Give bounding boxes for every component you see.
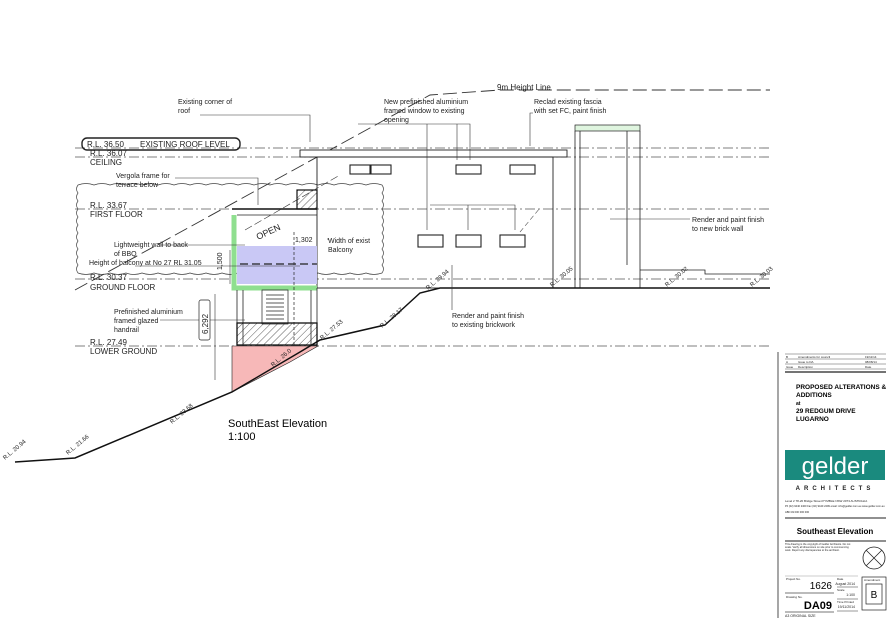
- logo-text: gelder: [802, 453, 869, 480]
- height-line: [74, 89, 770, 291]
- office-address: Level 2 78-20 Bridge Street PYMBLE NSW 2…: [785, 499, 867, 503]
- spot-level: R.L. 27.53: [319, 319, 345, 342]
- note-window: New prefinished aluminium: [384, 99, 468, 106]
- rev-date: 19/11/14: [865, 355, 877, 359]
- note-handrail: framed glazed: [114, 318, 158, 325]
- ground-line: [14, 287, 770, 463]
- amendment: B: [871, 590, 878, 601]
- note-render-new: to new brick wall: [692, 226, 744, 233]
- note-window: framed window to existing: [384, 108, 465, 115]
- note-render-existing: Render and paint finish: [452, 313, 524, 320]
- level-rl: R.L. 33.67: [90, 201, 127, 210]
- note-balcony-width: Balcony: [328, 247, 353, 254]
- at-label: at: [796, 401, 801, 407]
- note-pergola: Vergola frame for: [116, 173, 170, 180]
- rev-desc: Issue to DA: [798, 360, 814, 364]
- project-title: ADDITIONS: [796, 392, 832, 399]
- drawing-no-label: Drawing No.: [786, 595, 803, 599]
- abn: ABN 49 000 000 000: [785, 510, 810, 514]
- note-lightweight-wall: Lightweight wall to back: [114, 242, 188, 249]
- spot-level: R.L. 28.17: [379, 307, 405, 330]
- rev-date: 08/08/14: [865, 360, 877, 364]
- note-fascia: Reclad existing fascia: [534, 99, 602, 106]
- note-fascia: with set FC, paint finish: [533, 108, 606, 115]
- rev-desc: Description: [798, 365, 813, 369]
- level-rl: R.L. 36.50: [87, 140, 124, 149]
- footer-note: A3 ORIGINAL SIZE: [785, 614, 816, 618]
- title-block: B Amendments for council 19/11/14 A Issu…: [777, 352, 886, 618]
- pergola-post: [296, 189, 318, 210]
- note-balcony-height: Height of balcony at No 27 RL 31.05: [89, 260, 202, 267]
- note-window: opening: [384, 117, 409, 124]
- logo-subtitle: ARCHITECTS: [796, 486, 875, 492]
- rev-id: B: [786, 355, 788, 359]
- dim-balcony-width: 1,302: [295, 237, 313, 244]
- scale: 1:100: [846, 593, 855, 597]
- main-wall: [316, 156, 554, 289]
- spot-level: R.L. 23.68: [169, 403, 195, 426]
- note-handrail: Prefinished aluminium: [114, 309, 183, 316]
- level-name: GROUND FLOOR: [90, 283, 156, 292]
- revision-cloud: [76, 183, 384, 275]
- rev-id: A: [786, 360, 788, 364]
- amendment-label: Amendment: [864, 578, 880, 582]
- logo: [785, 450, 885, 480]
- spot-level: R.L. 20.94: [2, 439, 28, 462]
- note-render-new: Render and paint finish: [692, 217, 764, 224]
- note-roof-corner: roof: [178, 108, 190, 115]
- rev-id: Issue: [786, 365, 794, 369]
- level-name: LOWER GROUND: [90, 347, 157, 356]
- dim-overall-height: 6,292: [201, 313, 210, 334]
- project-title: PROPOSED ALTERATIONS &: [796, 384, 886, 391]
- note-handrail: handrail: [114, 327, 139, 334]
- note-pergola: terrace below: [116, 182, 159, 189]
- scale-label: Scale: [837, 588, 845, 592]
- balcony-fill: [237, 246, 317, 284]
- level-name: EXISTING ROOF LEVEL: [140, 140, 230, 149]
- level-name: FIRST FLOOR: [90, 210, 143, 219]
- spot-level: R.L. 30.03: [749, 266, 775, 289]
- view-title: SouthEast Elevation: [228, 418, 327, 430]
- level-rl: R.L. 36.07: [90, 149, 127, 158]
- sheet-title: Southeast Elevation: [797, 527, 874, 536]
- spot-levels: R.L. 20.94 R.L. 21.66 R.L. 23.68 R.L. 26…: [2, 266, 775, 462]
- rev-desc: Amendments for council: [798, 355, 831, 359]
- office-contact: Ph (02) 9440 2400 Fax (02) 9440 2499 ema…: [785, 504, 885, 508]
- date: August 2014: [835, 582, 855, 586]
- address: LUGARNO: [796, 416, 829, 423]
- date-label: Date: [837, 577, 844, 581]
- copyright-note: This drawing is the copyright of Gelder …: [785, 543, 851, 553]
- height-line-label: 9m Height Line: [497, 83, 551, 92]
- project-no: 1626: [810, 581, 833, 592]
- dim-wall-height: 1,500: [217, 252, 224, 270]
- annotations: Existing corner of roof Vergola frame fo…: [89, 99, 764, 341]
- cut-fill: [231, 345, 320, 393]
- building: [231, 124, 770, 393]
- level-rl: R.L. 27.49: [90, 338, 127, 347]
- note-lightweight-wall: of BBQ: [114, 251, 137, 258]
- level-name: CEILING: [90, 158, 122, 167]
- north-point-icon: [862, 546, 886, 570]
- time-printed-label: Time Printed: [837, 600, 854, 604]
- open-label: OPEN: [255, 222, 282, 242]
- rev-date: Date: [865, 365, 872, 369]
- drawing-no: DA09: [804, 600, 832, 612]
- note-roof-corner: Existing corner of: [178, 99, 232, 106]
- address: 29 REDGUM DRIVE: [796, 408, 856, 415]
- glazed-handrail: [236, 322, 318, 346]
- note-render-existing: to existing brickwork: [452, 322, 516, 329]
- spot-level: R.L. 30.02: [664, 266, 690, 289]
- green-frame: [231, 215, 317, 291]
- note-balcony-width: Width of exist: [328, 238, 370, 245]
- level-labels: R.L. 36.50 EXISTING ROOF LEVEL R.L. 36.0…: [81, 137, 241, 356]
- project-no-label: Project No.: [786, 577, 801, 581]
- roof-fascia: [299, 149, 568, 158]
- view-scale: 1:100: [228, 431, 256, 443]
- time-printed: 19/11/2014: [838, 605, 855, 609]
- level-rl: R.L. 30.37: [90, 273, 127, 282]
